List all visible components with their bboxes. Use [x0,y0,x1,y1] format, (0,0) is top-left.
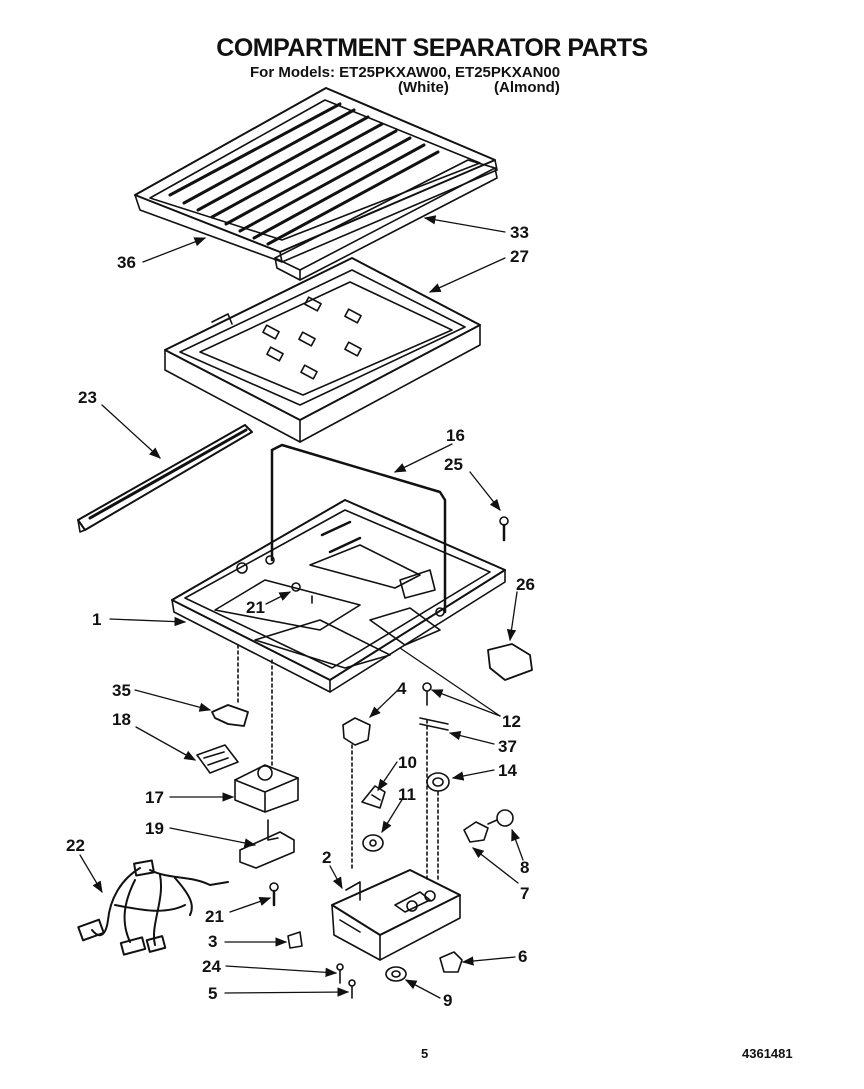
sensor-10 [361,785,386,809]
callout-17: 17 [145,788,164,807]
connector-6 [439,951,463,973]
callouts: 36 33 27 23 16 25 26 1 21 35 4 12 18 37 … [66,223,535,1010]
wheel-14 [426,772,450,881]
leader-lines [79,215,524,999]
gasket-strip-23 [77,424,253,533]
strip-37 [419,717,449,731]
clip-3 [287,931,303,949]
heater-wire-16 [270,443,447,614]
document-number: 4361481 [742,1046,793,1061]
insulation-piece-26 [487,643,533,681]
callout-23: 23 [78,388,97,407]
callout-9: 9 [443,991,452,1010]
callout-8: 8 [520,858,529,877]
screw-24 [336,963,344,984]
callout-2: 2 [322,848,331,867]
callout-12: 12 [502,712,521,731]
callout-6: 6 [518,947,527,966]
separator-plate-1 [171,499,506,693]
screw-21-lower [269,882,279,907]
callout-24: 24 [202,957,221,976]
knob-4 [342,717,371,871]
control-housing-2 [331,869,461,961]
models-line: For Models: ET25PKXAW00, ET25PKXAN00 [250,64,561,81]
callout-33: 33 [510,223,529,242]
wire-harness-22 [77,859,229,956]
gasket-18 [196,744,239,774]
callout-18: 18 [112,710,131,729]
screw-5 [348,979,356,999]
callout-19: 19 [145,819,164,838]
grommet-9 [385,966,407,982]
callout-4: 4 [397,679,407,698]
bulb-8 [487,809,514,827]
callout-1: 1 [92,610,101,629]
callout-14: 14 [498,761,517,780]
callout-37: 37 [498,737,517,756]
screw-25 [499,516,509,542]
callout-7: 7 [520,884,529,903]
callout-5: 5 [208,984,217,1003]
wire-lead [237,644,273,766]
callout-27: 27 [510,247,529,266]
screw-12 [422,682,432,881]
bracket-19 [239,819,295,869]
callout-3: 3 [208,932,217,951]
variant-almond: (Almond) [494,79,560,96]
separator-frame-27 [164,257,481,443]
callout-21-upper: 21 [246,598,265,617]
housing-17 [234,764,299,813]
trim-strip-33 [274,159,498,281]
callout-10: 10 [398,753,417,772]
socket-7 [463,821,489,843]
callout-25: 25 [444,455,463,474]
callout-26: 26 [516,575,535,594]
screw-21-upper [291,582,313,604]
callout-36: 36 [117,253,136,272]
disc-11 [362,834,384,852]
page-number: 5 [421,1046,429,1061]
callout-21-lower: 21 [205,907,224,926]
callout-22: 22 [66,836,85,855]
clip-35 [211,704,249,727]
callout-11: 11 [398,785,416,804]
diagram-title: COMPARTMENT SEPARATOR PARTS [216,34,648,62]
callout-16: 16 [446,426,465,445]
shelf-grille-36 [134,87,498,263]
callout-35: 35 [112,681,131,700]
variant-white: (White) [398,79,449,96]
